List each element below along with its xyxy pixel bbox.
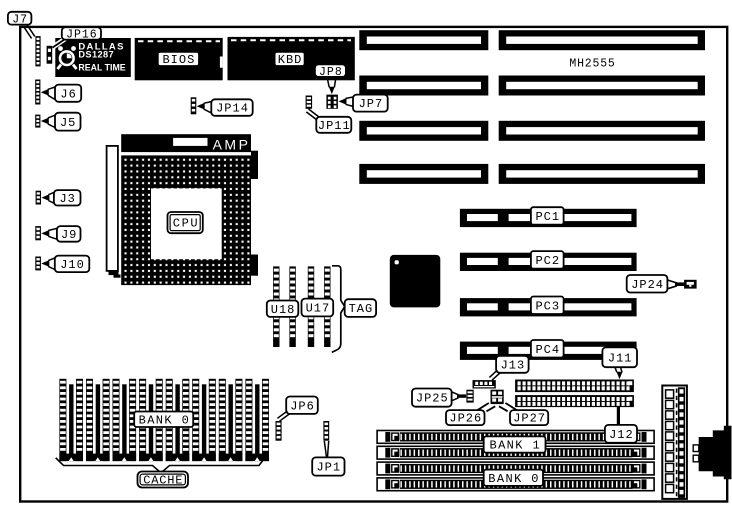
svg-text:BANK 1: BANK 1 xyxy=(489,439,541,453)
svg-text:AMP: AMP xyxy=(213,137,251,153)
svg-text:J6: J6 xyxy=(60,87,76,101)
svg-text:J7: J7 xyxy=(12,13,28,26)
svg-text:KBD: KBD xyxy=(278,53,303,67)
svg-text:MH2555: MH2555 xyxy=(569,58,615,71)
svg-text:J12: J12 xyxy=(609,428,634,442)
svg-text:BANK 0: BANK 0 xyxy=(139,413,191,427)
svg-text:JP8: JP8 xyxy=(319,66,343,79)
svg-text:JP6: JP6 xyxy=(290,399,315,413)
svg-text:J3: J3 xyxy=(59,192,75,206)
svg-text:REAL TIME: REAL TIME xyxy=(78,63,125,73)
svg-text:U18: U18 xyxy=(271,303,296,317)
svg-text:DALLAS: DALLAS xyxy=(78,42,124,53)
svg-text:J9: J9 xyxy=(61,228,77,242)
svg-text:BIOS: BIOS xyxy=(162,53,195,67)
svg-text:U17: U17 xyxy=(306,302,331,316)
svg-text:J13: J13 xyxy=(501,358,526,372)
svg-text:JP7: JP7 xyxy=(359,97,384,111)
svg-text:JP26: JP26 xyxy=(449,412,482,426)
svg-text:JP27: JP27 xyxy=(513,412,546,426)
svg-text:JP14: JP14 xyxy=(216,102,249,116)
svg-text:TAG: TAG xyxy=(349,302,374,316)
svg-text:JP11: JP11 xyxy=(318,119,351,133)
svg-text:JP25: JP25 xyxy=(416,392,449,406)
svg-text:J11: J11 xyxy=(608,351,633,365)
svg-text:CACHE: CACHE xyxy=(143,474,183,488)
svg-text:J5: J5 xyxy=(60,116,76,130)
svg-text:PC4: PC4 xyxy=(535,343,560,357)
svg-text:JP1: JP1 xyxy=(316,461,341,475)
svg-text:J10: J10 xyxy=(60,258,85,272)
svg-text:PC1: PC1 xyxy=(535,210,560,224)
svg-text:PC3: PC3 xyxy=(535,299,560,313)
svg-text:PC2: PC2 xyxy=(535,254,560,268)
svg-text:JP16: JP16 xyxy=(66,29,98,42)
svg-text:BANK 0: BANK 0 xyxy=(488,472,540,486)
svg-text:JP24: JP24 xyxy=(631,278,664,292)
svg-text:DS1287: DS1287 xyxy=(78,50,114,60)
svg-text:CPU: CPU xyxy=(173,217,199,231)
